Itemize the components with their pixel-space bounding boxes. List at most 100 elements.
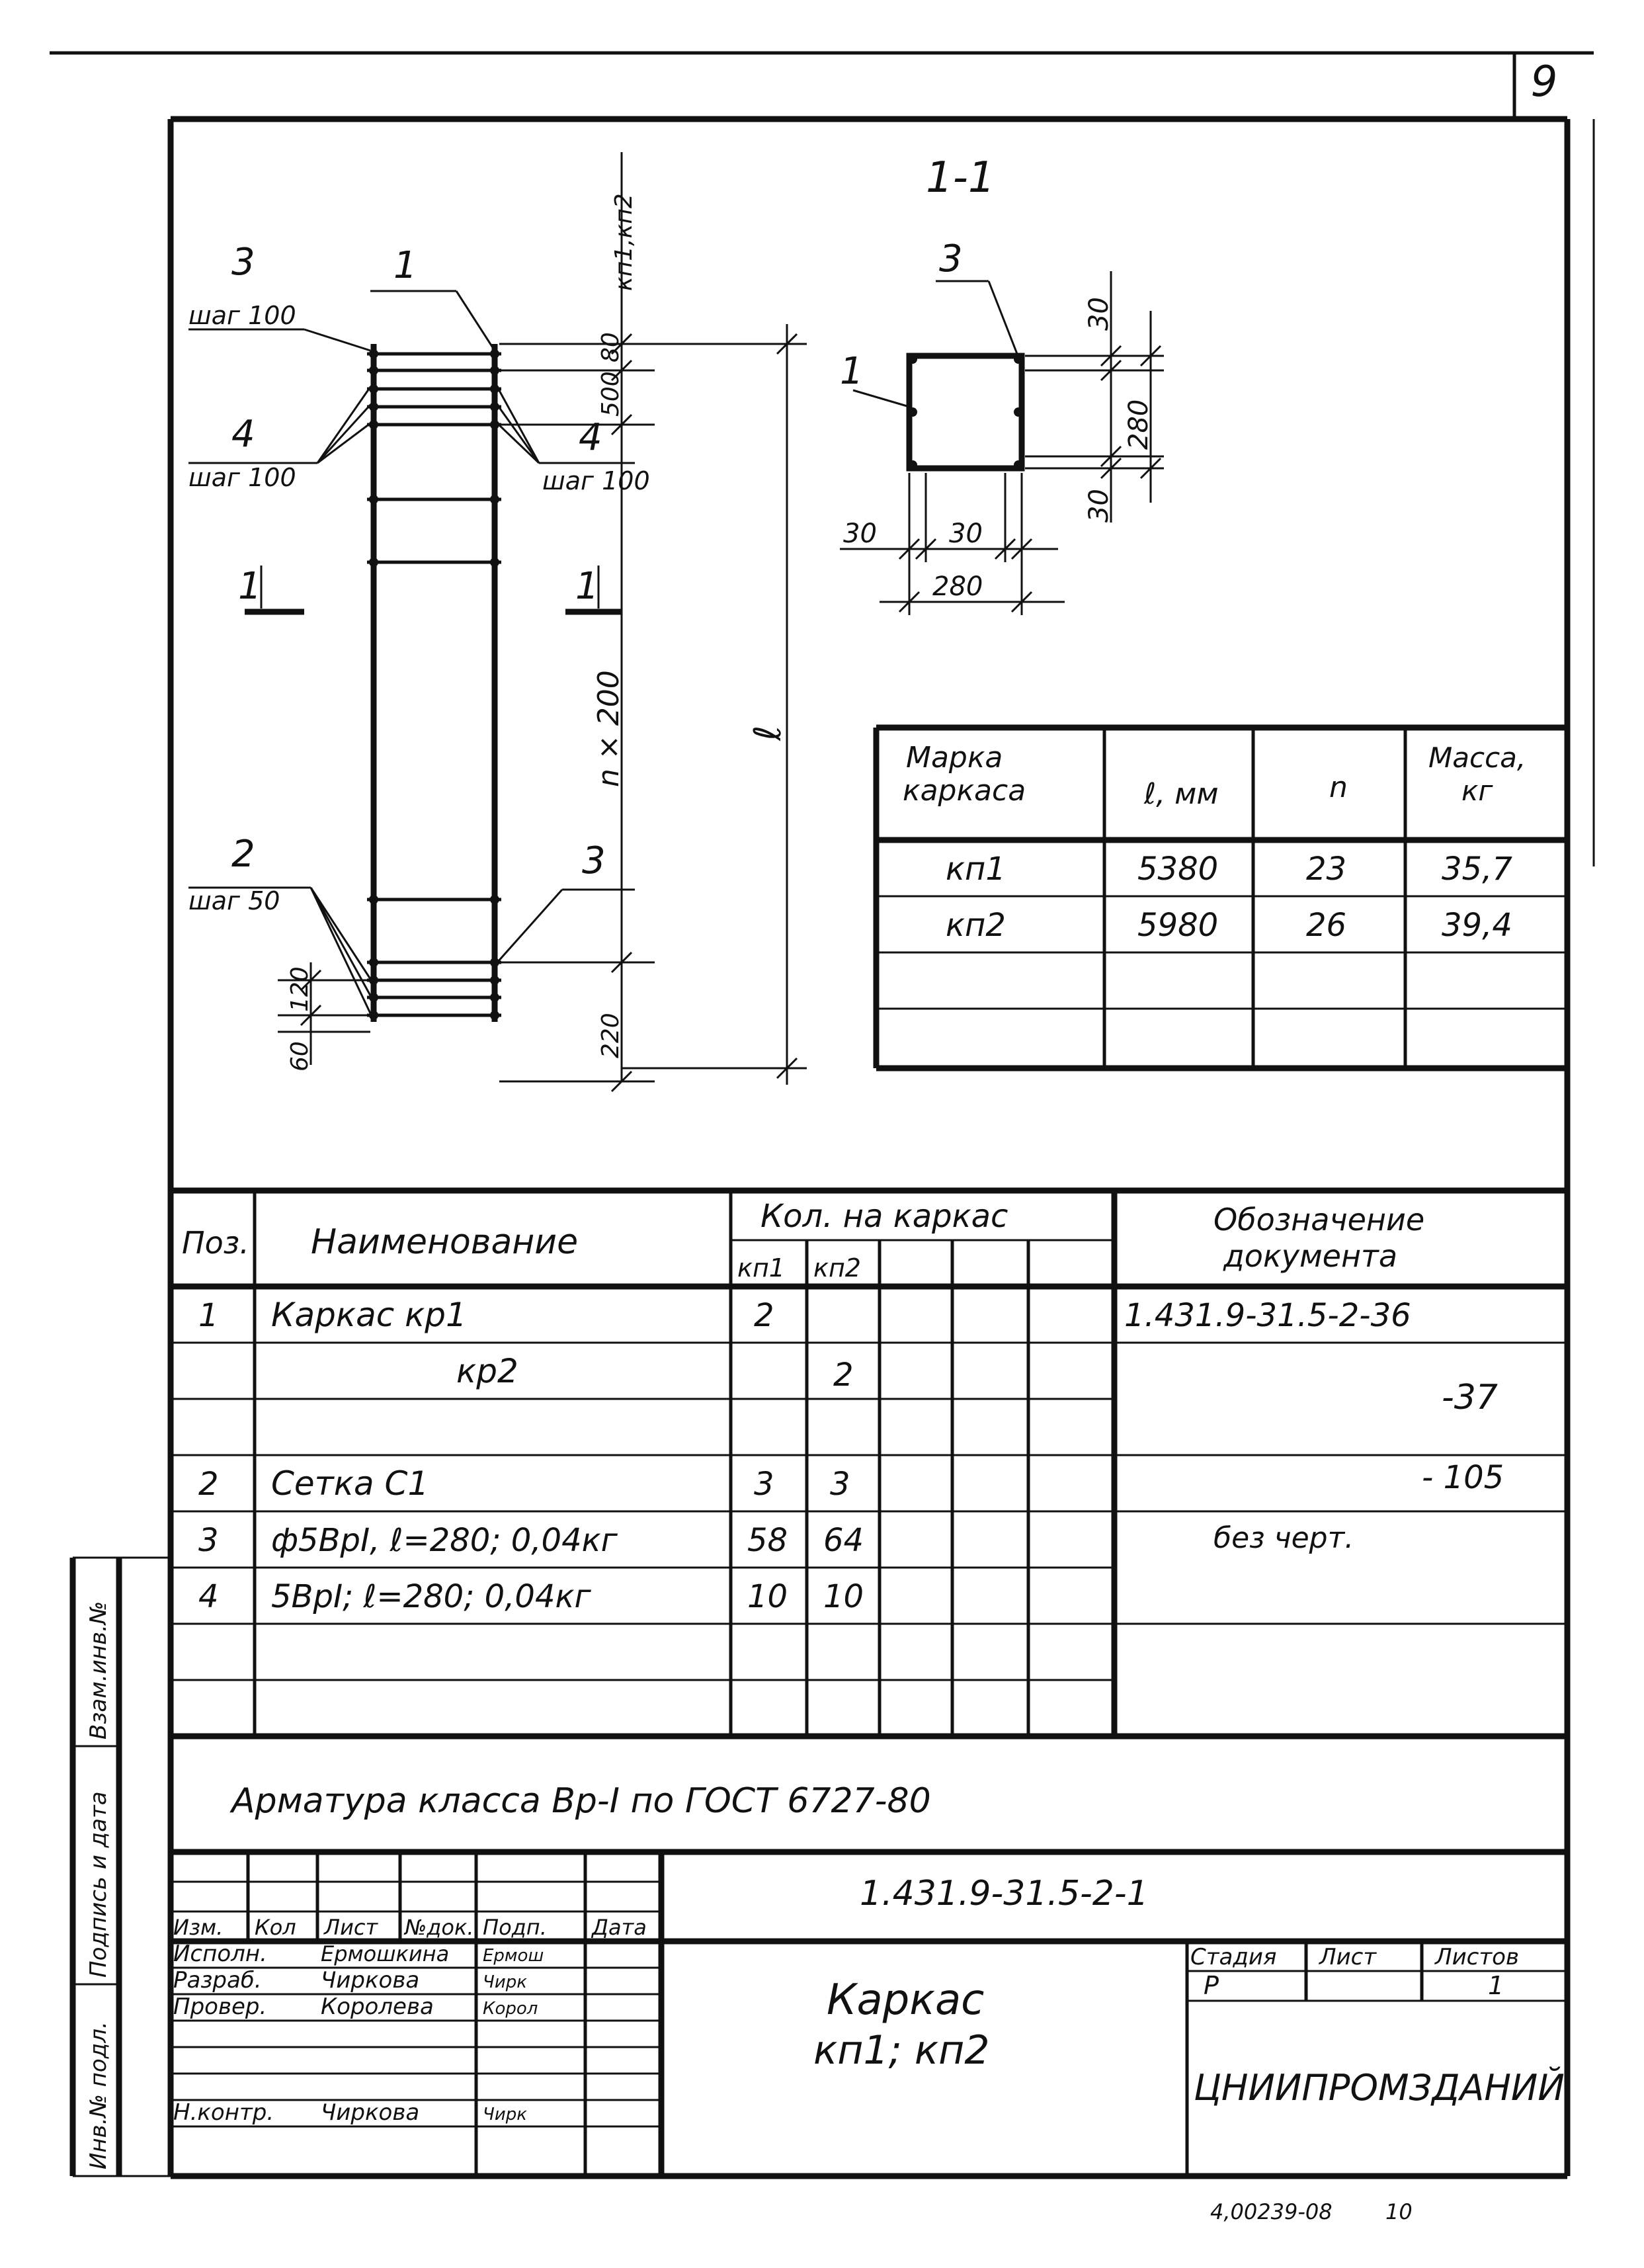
tb-sheet-header: Лист	[1318, 1944, 1377, 1970]
callout-pos2: 2	[231, 833, 255, 876]
spec-row4-q1: 3	[754, 1466, 774, 1503]
tb-col-list: Лист	[323, 1915, 378, 1940]
tb-role-1: Исполн.	[173, 1941, 267, 1967]
callout-pos4-left-step: шаг 100	[188, 463, 296, 492]
footer-code: 4,00239-08	[1210, 2199, 1333, 2224]
side-stamp-replaced: Взам.инв.№	[85, 1601, 112, 1740]
mass-header-2: n	[1329, 771, 1348, 804]
spec-header-qty: Кол. на каркас	[760, 1198, 1008, 1235]
side-stamp-sign-date: Подпись и дата	[85, 1791, 112, 1978]
spec-row6-name: 5ВрI; ℓ=280; 0,04кг	[271, 1578, 591, 1615]
spec-row4-q2: 3	[830, 1466, 850, 1503]
spec-table	[171, 1187, 1567, 1740]
callout-pos2-step: шаг 50	[188, 886, 280, 915]
tb-stage-header: Стадия	[1190, 1944, 1276, 1970]
mass-row2-mass: 39,4	[1442, 907, 1512, 944]
mass-row2-mark: кп2	[946, 907, 1006, 944]
mass-header-3a: Масса,	[1428, 741, 1526, 774]
callout-pos3: 3	[231, 241, 255, 284]
spec-row2-doc: -37	[1442, 1378, 1498, 1417]
spec-row1-q1: 2	[754, 1297, 774, 1334]
mass-header-3b: кг	[1461, 775, 1493, 807]
tb-stage: Р	[1204, 1971, 1219, 2000]
side-stamp-inv: Инв.№ подл.	[85, 2021, 112, 2169]
spec-header-doc-a: Обозначение	[1213, 1202, 1424, 1238]
spec-row5-doc: без черт.	[1213, 1521, 1354, 1555]
spec-row4-pos: 2	[198, 1466, 219, 1503]
spec-header-qty-kp1: кп1	[737, 1253, 785, 1282]
tb-role-2: Разраб.	[173, 1967, 262, 1994]
spec-header-qty-kp2: кп2	[813, 1253, 861, 1282]
tb-sign-5: Чирк	[483, 2105, 527, 2124]
spec-row2-name: кр2	[456, 1352, 518, 1390]
section-dim-30-inner: 30	[949, 519, 983, 549]
mass-header-0a: Марка	[906, 741, 1003, 775]
callout-pos4-right-step: шаг 100	[542, 466, 650, 495]
mass-row1-mark: кп1	[946, 851, 1006, 888]
spec-row4-name: Сетка С1	[271, 1464, 429, 1503]
spec-row5-name: ф5ВрI, ℓ=280; 0,04кг	[271, 1522, 618, 1559]
callout-pos3-step: шаг 100	[188, 301, 296, 330]
spec-row6-q1: 10	[747, 1578, 788, 1615]
callout-pos4-right: 4	[579, 416, 602, 459]
tb-sign-3: Корол	[483, 1999, 538, 2019]
spec-header-name: Наименование	[311, 1222, 578, 1262]
dim-120: 120	[286, 966, 313, 1012]
spec-row6-pos: 4	[198, 1578, 219, 1615]
title-block	[171, 1849, 1567, 2176]
dim-220: 220	[597, 1013, 624, 1058]
section-mark-left: 1	[238, 565, 262, 608]
spec-row1-doc: 1.431.9-31.5-2-36	[1124, 1297, 1411, 1334]
section-label-3: 3	[939, 237, 963, 280]
cage-elevation	[188, 152, 807, 1093]
section-dim-30-top: 30	[1084, 297, 1114, 331]
tb-sign-2: Чирк	[483, 1972, 527, 1992]
tb-name-3: Королева	[321, 1994, 434, 2020]
spec-row5-q1: 58	[747, 1522, 788, 1559]
mass-row2-length: 5980	[1137, 907, 1218, 944]
section-dim-30-bottom: 30	[1084, 489, 1114, 523]
spec-row4-doc: - 105	[1422, 1459, 1504, 1496]
doc-code: 1.431.9-31.5-2-1	[860, 1874, 1149, 1913]
tb-col-podp: Подп.	[483, 1915, 547, 1940]
mass-row1-n: 23	[1306, 851, 1346, 888]
sheet-frame	[50, 51, 1595, 2179]
tb-col-data: Дата	[591, 1915, 647, 1940]
mass-row1-mass: 35,7	[1442, 851, 1512, 888]
dim-n200: n × 200	[592, 670, 626, 787]
dim-60: 60	[286, 1041, 313, 1071]
tb-name-2: Чиркова	[321, 1967, 419, 1994]
mass-table	[873, 724, 1567, 1071]
mass-row2-n: 26	[1306, 907, 1346, 944]
tb-organization: ЦНИИПРОМЗДАНИЙ	[1194, 2067, 1565, 2109]
spec-row1-name: Каркас кр1	[271, 1296, 467, 1334]
tb-role-5: Н.контр.	[173, 2099, 274, 2126]
mass-header-0b: каркаса	[903, 774, 1026, 808]
section-dim-280-horiz: 280	[932, 571, 983, 602]
tb-col-kol: Кол	[255, 1915, 296, 1940]
tb-sign-1: Ермош	[483, 1946, 544, 1966]
callout-pos3-low: 3	[582, 839, 606, 882]
tb-sheets-header: Листов	[1434, 1944, 1519, 1970]
tb-role-3: Провер.	[173, 1994, 267, 2020]
side-stamp	[69, 1556, 171, 2177]
reinforcement-note: Арматура класса Вр-I по ГОСТ 6727-80	[229, 1781, 931, 1821]
tb-name-1: Ермошкина	[321, 1941, 449, 1966]
spec-row6-q2: 10	[823, 1578, 864, 1615]
section-view	[840, 271, 1164, 615]
section-mark-right: 1	[575, 565, 599, 608]
section-title: 1-1	[926, 153, 995, 202]
tb-col-izm: Изм.	[173, 1915, 223, 1940]
section-dim-30-left: 30	[843, 519, 877, 549]
drawing-title-1: Каркас	[827, 1976, 984, 2025]
dim-500: 500	[597, 371, 624, 417]
mass-header-1: ℓ, мм	[1143, 777, 1219, 811]
spec-header-pos: Поз.	[182, 1225, 249, 1261]
dim-top-label: кп1,кп2	[610, 193, 637, 291]
tb-sheets: 1	[1488, 1971, 1504, 2000]
section-dim-280-vert: 280	[1124, 399, 1154, 450]
callout-pos1: 1	[393, 244, 417, 287]
section-label-1: 1	[840, 350, 864, 393]
drawing-title-2: кп1; кп2	[813, 2027, 990, 2074]
